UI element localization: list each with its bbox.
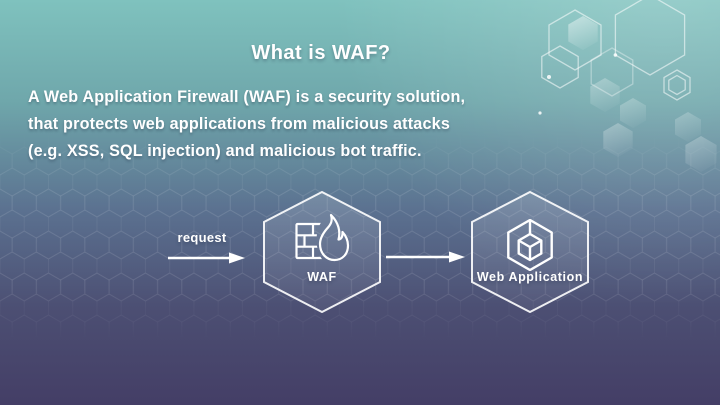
- hexagon-decor-icon: [538, 0, 717, 172]
- request-label: request: [177, 230, 227, 245]
- hexagon-cube-icon: [507, 219, 553, 271]
- body-line: that protects web applications from mali…: [28, 114, 451, 133]
- flame: [318, 213, 350, 262]
- decor-hexagon-fills: [568, 16, 717, 172]
- firewall-flame-icon: [295, 213, 350, 262]
- arrow-right-icon: [386, 251, 465, 263]
- decor-dots: [538, 53, 618, 115]
- web-application-node-label: Web Application: [476, 270, 584, 284]
- web-application-node: Web Application: [471, 191, 589, 313]
- body-text: A Web Application Firewall (WAF) is a se…: [28, 83, 465, 164]
- waf-node: WAF: [263, 191, 381, 313]
- arrow-right-icon: [168, 252, 245, 264]
- body-line: (e.g. XSS, SQL injection) and malicious …: [28, 141, 422, 160]
- page-title: What is WAF?: [251, 42, 391, 65]
- waf-node-label: WAF: [307, 270, 337, 284]
- brick-wall: [295, 222, 332, 260]
- body-line: A Web Application Firewall (WAF) is a se…: [28, 87, 466, 106]
